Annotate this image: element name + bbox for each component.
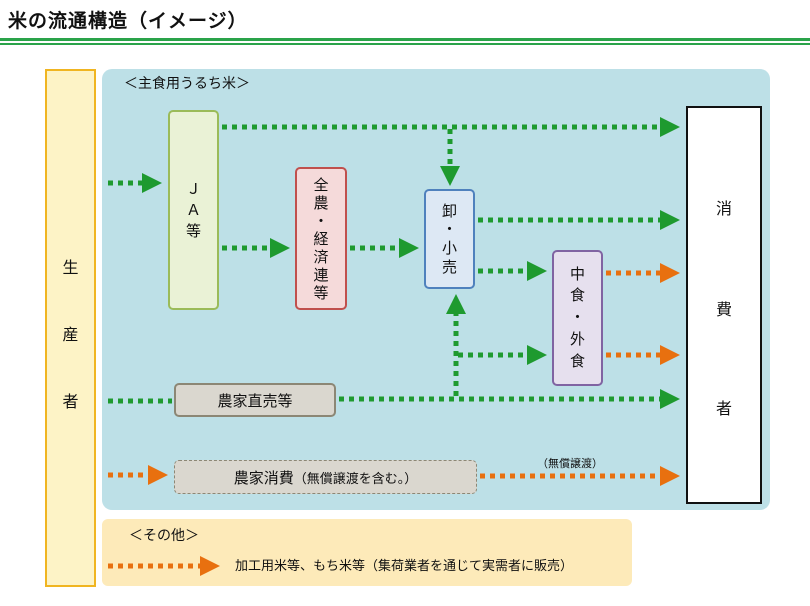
jishou-note: （無償譲渡を含む。） — [293, 471, 418, 487]
producer-char-3: 者 — [62, 392, 79, 411]
title-underline — [0, 38, 810, 41]
zennou-char-4: 経 — [313, 229, 329, 248]
other-panel: ＜その他＞ — [102, 519, 632, 586]
consumer-char-1: 消 — [715, 199, 732, 218]
zennou-char-3: ・ — [313, 211, 329, 230]
zennou-char-2: 農 — [313, 193, 329, 212]
oroshi-box: 卸 ・ 小 売 — [424, 189, 475, 289]
producer-char-1: 生 — [62, 258, 79, 277]
other-panel-label: ＜その他＞ — [129, 528, 199, 544]
oroshi-char-1: 卸 — [441, 201, 457, 220]
other-legend-text: 加工用米等、もち米等（集荷業者を通じて実需者に販売） — [235, 559, 574, 574]
ja-char-1: Ｊ — [185, 179, 201, 198]
chokubai-label: 農家直売等 — [217, 391, 293, 410]
nakashoku-char-4: 外 — [569, 329, 585, 348]
producer-box: 生 産 者 — [45, 69, 96, 587]
zennou-char-7: 等 — [313, 283, 329, 302]
ja-char-3: 等 — [185, 221, 201, 240]
nakashoku-char-1: 中 — [569, 264, 585, 283]
zennou-char-1: 全 — [313, 175, 329, 194]
page-title: 米の流通構造（イメージ） — [8, 10, 248, 32]
consumer-box: 消 費 者 — [686, 106, 762, 504]
nakashoku-box: 中 食 ・ 外 食 — [552, 250, 603, 386]
producer-char-2: 産 — [62, 325, 79, 344]
oroshi-char-2: ・ — [441, 220, 457, 239]
title-underline-thin — [0, 43, 810, 45]
chokubai-box: 農家直売等 — [174, 383, 336, 417]
nakashoku-char-5: 食 — [569, 351, 585, 370]
jishou-label: 農家消費 — [233, 468, 294, 487]
free-transfer-label: （無償譲渡） — [537, 457, 603, 470]
consumer-char-3: 者 — [715, 399, 732, 418]
jishou-box: 農家消費（無償譲渡を含む。） — [174, 460, 477, 494]
zennou-char-5: 済 — [313, 247, 329, 266]
ja-char-2: Ａ — [185, 200, 201, 219]
consumer-char-2: 費 — [715, 300, 732, 319]
main-panel-label: ＜主食用うるち米＞ — [124, 76, 250, 92]
oroshi-char-3: 小 — [441, 239, 457, 257]
ja-box: Ｊ Ａ 等 — [168, 110, 219, 310]
zennou-char-6: 連 — [313, 265, 329, 284]
nakashoku-char-2: 食 — [569, 286, 585, 305]
nakashoku-char-3: ・ — [569, 308, 585, 327]
oroshi-char-4: 売 — [441, 257, 457, 276]
zennou-box: 全 農 ・ 経 済 連 等 — [295, 167, 347, 310]
